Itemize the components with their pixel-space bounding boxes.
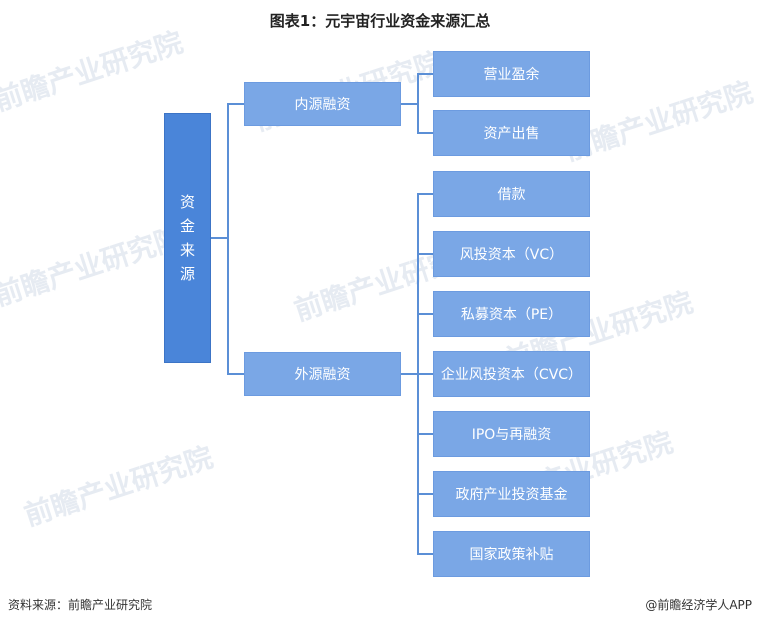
connector-leaf-h <box>417 373 433 375</box>
watermark: 前瞻产业研究院 <box>20 440 217 533</box>
connector-leaf-h <box>417 313 433 315</box>
leaf-ipo-refinancing: IPO与再融资 <box>433 411 590 457</box>
connector-internal-v <box>417 73 419 134</box>
leaf-government-industry-fund: 政府产业投资基金 <box>433 471 590 517</box>
connector-internal-out <box>401 103 418 105</box>
node-internal-financing: 内源融资 <box>244 82 401 126</box>
leaf-loan: 借款 <box>433 171 590 217</box>
connector-leaf-h <box>417 433 433 435</box>
node-external-financing: 外源融资 <box>244 352 401 396</box>
connector-leaf-h <box>417 73 433 75</box>
connector-leaf-h <box>417 253 433 255</box>
source-note: 资料来源：前瞻产业研究院 <box>8 598 153 612</box>
chart-title: 图表1：元宇宙行业资金来源汇总 <box>269 12 491 30</box>
watermark: 前瞻产业研究院 <box>0 220 187 313</box>
connector-root-h <box>211 237 228 239</box>
root-char: 源 <box>179 265 195 283</box>
connector-leaf-h <box>417 493 433 495</box>
watermark: 前瞻产业研究院 <box>0 25 187 118</box>
root-char: 来 <box>179 241 195 259</box>
connector-leaf-h <box>417 132 433 134</box>
connector-leaf-h <box>417 553 433 555</box>
brand-credit: @前瞻经济学人APP <box>645 598 752 612</box>
leaf-venture-capital: 风投资本（VC） <box>433 231 590 277</box>
connector-leaf-h <box>417 193 433 195</box>
leaf-national-policy-subsidy: 国家政策补贴 <box>433 531 590 577</box>
root-char: 金 <box>179 217 195 235</box>
leaf-private-equity: 私募资本（PE） <box>433 291 590 337</box>
root-char: 资 <box>179 193 195 211</box>
root-node-funding-source: 资 金 来 源 <box>164 113 211 363</box>
connector-root-v <box>227 103 229 375</box>
connector-external-out <box>401 373 418 375</box>
connector-internal-h <box>227 103 244 105</box>
connector-external-h <box>227 373 244 375</box>
leaf-asset-sale: 资产出售 <box>433 110 590 156</box>
leaf-corporate-venture-capital: 企业风投资本（CVC） <box>433 351 590 397</box>
leaf-operating-surplus: 营业盈余 <box>433 51 590 97</box>
